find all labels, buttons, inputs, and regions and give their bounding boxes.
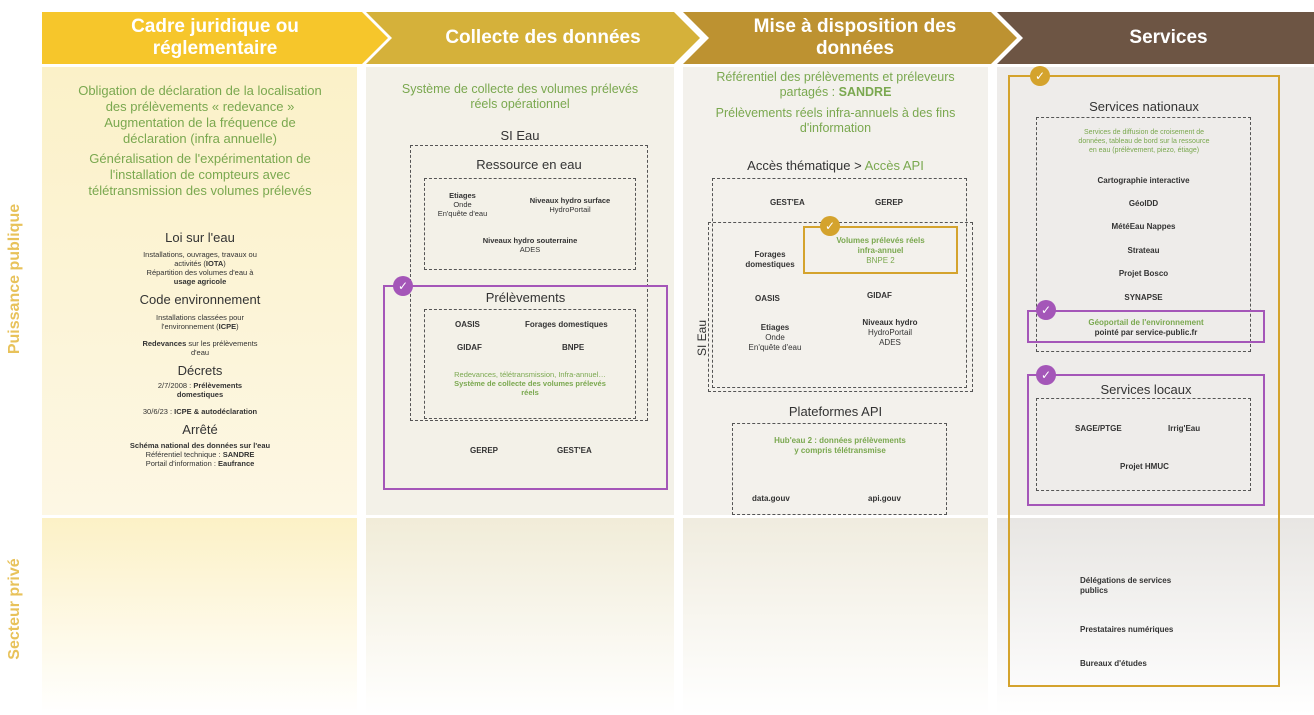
prelevements-title: Prélèvements [485,290,566,305]
services-locaux-frame [1027,374,1265,506]
forages-label: Forages domestiques [525,320,608,329]
national-item: MétéEau Nappes [1111,222,1176,231]
sage-label: SAGE/PTGE [1075,424,1122,433]
side-label-private: Secteur privé [6,558,23,660]
geoportail-frame [1027,310,1265,343]
col3-bg [683,67,988,515]
gestea3-label: GEST'EA [770,198,805,207]
gerep-label: GEREP [470,446,499,455]
bnpe-label: BNPE [562,343,585,352]
nationaux-box [1036,117,1251,352]
hmuc-label: Projet HMUC [1120,462,1169,471]
col1-bg [42,67,357,515]
col1-legal: Loi sur l'eau Installations, ouvrages, t… [80,230,320,468]
col3-private-bg [683,518,988,715]
si-eau-inner-box [708,222,973,392]
check-icon: ✓ [820,216,840,236]
acces-box [712,178,967,388]
header-mise: Mise à disposition des données [683,12,1017,64]
col4-bg [997,67,1314,515]
prestataires-label: Prestataires numériques [1080,625,1174,634]
irrig-label: Irrig'Eau [1168,424,1201,433]
bureaux-label: Bureaux d'études [1080,659,1147,668]
oasis3-label: OASIS [755,294,780,303]
oasis-label: OASIS [455,320,480,329]
col3-referentiel: Référentiel des prélèvements et préleveu… [715,70,956,135]
services-locaux-title: Services locaux [1100,382,1192,397]
national-item: Projet Bosco [1118,269,1169,278]
gidaf3-label: GIDAF [867,291,892,300]
check-icon: ✓ [393,276,413,296]
check-icon: ✓ [1030,66,1050,86]
services-nationaux-title: Services nationaux [1089,99,1199,114]
acces-thematique: Accès thématique > Accès API [747,158,924,173]
prelevements-frame [383,285,668,490]
prelevements-green: Redevances, télétransmission, Infra-annu… [454,370,606,397]
header-cadre: Cadre juridique ou réglementaire [42,12,388,64]
datagouv-label: data.gouv [752,494,790,503]
col4-private-bg [997,518,1314,715]
col2-si-eau: SI Eau [500,128,540,143]
locaux-box [1036,398,1251,491]
arrete-title: Arrêté [182,422,218,437]
side-label-public: Puissance publique [6,203,23,355]
gidaf-label: GIDAF [457,343,482,352]
loi-title: Loi sur l'eau [165,230,235,245]
plateformes-title: Plateformes API [788,404,883,419]
col1-private-bg [42,518,357,715]
col2-bg [366,67,674,515]
decrets-title: Décrets [177,363,223,378]
national-item: GéoIDD [1128,199,1159,208]
services-gold-frame [1008,75,1280,687]
col1-obligations: Obligation de déclaration de la localisa… [78,83,322,198]
header-services: Services [997,12,1314,64]
prelevements-box [424,309,636,419]
ressource-title: Ressource en eau [476,157,582,172]
col2-systeme: Système de collecte des volumes prélevés… [401,82,639,111]
gerep3-label: GEREP [875,198,904,207]
check-icon: ✓ [1036,365,1056,385]
check-icon: ✓ [1036,300,1056,320]
header-collecte: Collecte des données [366,12,700,64]
code-title: Code environnement [139,292,261,307]
si-eau-vertical-label: SI Eau [695,319,709,357]
national-item: SYNAPSE [1124,293,1163,302]
national-item: Strateau [1127,246,1160,255]
national-item: Cartographie interactive [1097,176,1190,185]
gestea-label: GEST'EA [557,446,592,455]
ressource-box [424,178,636,270]
plateformes-box [732,423,947,515]
col2-private-bg [366,518,674,715]
apigouv-label: api.gouv [868,494,901,503]
